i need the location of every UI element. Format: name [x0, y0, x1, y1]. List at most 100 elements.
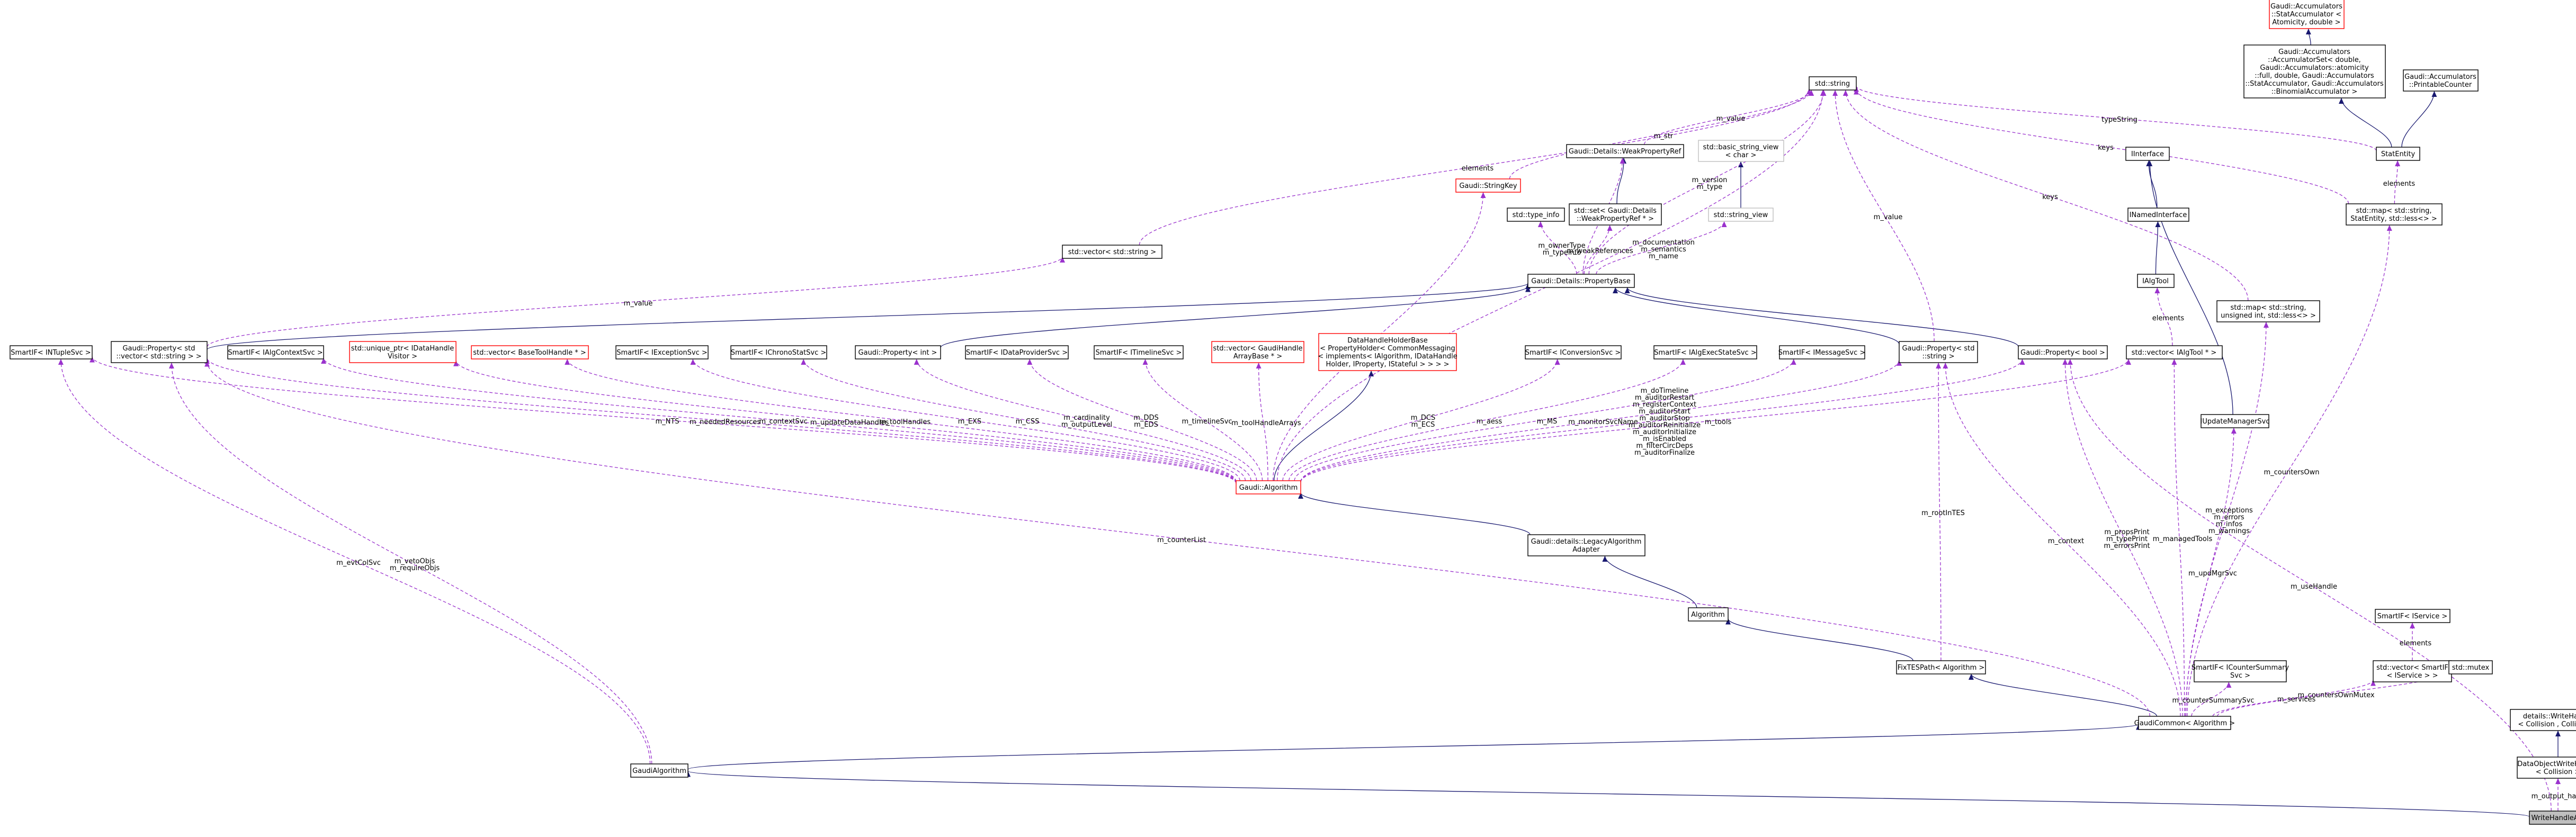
class-node-std-mutex[interactable]: std::mutex	[2448, 660, 2493, 674]
class-node-sp-exception[interactable]: SmartIF< IExceptionSvc >	[615, 345, 709, 359]
usage-edge	[1289, 358, 1686, 481]
inheritance-edge	[1624, 287, 2019, 347]
class-node-label: Gaudi::Property< std	[122, 345, 195, 353]
edge-label: m_value	[1716, 115, 1746, 123]
class-node-inamed[interactable]: INamedInterface	[2127, 208, 2189, 222]
edge-label: m_cardinality	[1063, 414, 1110, 422]
class-node-iupdatemanager[interactable]: IUpdateManagerSvc	[2201, 414, 2270, 428]
class-node-box	[2201, 414, 2269, 428]
class-node-sp-dataprovider[interactable]: SmartIF< IDataProviderSvc >	[965, 345, 1069, 359]
class-node-label: StatEntity	[2381, 150, 2416, 158]
class-node-weak-prop-ref[interactable]: Gaudi::Details::WeakPropertyRef	[1566, 144, 1684, 158]
edge-label: m_doTimeline	[1641, 387, 1689, 395]
class-node-write-handle-alg[interactable]: WriteHandleAlg	[2529, 811, 2576, 825]
class-node-gaudi-algorithm[interactable]: Gaudi::Algorithm	[1236, 480, 1301, 494]
class-node-box	[1527, 534, 1645, 556]
usage-edge	[453, 360, 1237, 482]
class-node-label: IAlgTool	[2142, 277, 2169, 285]
class-node-string-view[interactable]: std::string_view	[1708, 208, 1774, 222]
class-node-property-base[interactable]: Gaudi::Details::PropertyBase	[1527, 274, 1635, 288]
class-node-acc-stat[interactable]: Gaudi::Accumulators::StatAccumulator <At…	[2269, 0, 2345, 29]
class-node-map-uint[interactable]: std::map< std::string,unsigned int, std:…	[2216, 300, 2320, 322]
class-node-label: ::WeakPropertyRef * >	[1577, 215, 1654, 223]
inheritance-edge	[2305, 28, 2311, 46]
class-node-box	[1688, 607, 1729, 622]
class-node-sp-chrono[interactable]: SmartIF< IChronoStatSvc >	[730, 345, 827, 359]
class-node-set-weak[interactable]: std::set< Gaudi::Details::WeakPropertyRe…	[1569, 203, 1662, 226]
class-node-box	[2126, 345, 2223, 359]
class-node-box	[730, 345, 827, 359]
usage-edge	[1588, 89, 1827, 275]
usage-edge	[1582, 157, 1625, 275]
class-node-ialgtool[interactable]: IAlgTool	[2137, 274, 2175, 288]
inheritance-edge	[2146, 160, 2158, 209]
class-node-label: SmartIF< IAlgExecStateSvc >	[1654, 349, 1756, 357]
edge-label: m_ownerType	[1538, 242, 1585, 250]
class-node-acc-set[interactable]: Gaudi::Accumulators::AccumulatorSet< dou…	[2243, 44, 2386, 98]
class-node-prop-bool[interactable]: Gaudi::Property< bool >	[2018, 345, 2108, 359]
class-node-prop-int[interactable]: Gaudi::Property< int >	[855, 345, 941, 359]
class-node-vec-basetool[interactable]: std::vector< BaseToolHandle * >	[471, 345, 589, 359]
edge-label: m_vetoObjs	[395, 557, 435, 565]
class-node-vector-string[interactable]: std::vector< std::string >	[1062, 245, 1162, 259]
class-node-label: std::vector< SmartIF	[2376, 664, 2448, 672]
class-node-label: std::basic_string_view	[1703, 143, 1779, 151]
usage-edge	[2062, 358, 2183, 717]
edge-label: m_contextSvc	[759, 418, 807, 426]
class-node-prop-vec-string[interactable]: Gaudi::Property< std::vector< std::strin…	[111, 341, 208, 363]
inheritance-edge	[1613, 287, 1900, 345]
class-node-vec-ialgtool[interactable]: std::vector< IAlgTool * >	[2126, 345, 2223, 359]
class-node-printable[interactable]: Gaudi::Accumulators::PrintableCounter	[2403, 69, 2479, 92]
class-node-algorithm[interactable]: Algorithm	[1688, 607, 1729, 622]
class-node-label: FixTESPath< Algorithm >	[1898, 664, 1985, 672]
class-node-box	[1896, 660, 1986, 674]
edge-label: m_countersOwnMutex	[2297, 691, 2374, 699]
class-node-sp-conversion[interactable]: SmartIF< IConversionSvc >	[1525, 345, 1622, 359]
class-node-gaudi-common[interactable]: GaudiCommon< Algorithm >	[2134, 716, 2235, 730]
edge-label: m_propsPrint	[2104, 528, 2149, 536]
class-node-label: IUpdateManagerSvc	[2201, 418, 2270, 426]
class-node-fixtespath[interactable]: FixTESPath< Algorithm >	[1896, 660, 1986, 674]
edge-label: m_registerContext	[1633, 401, 1696, 409]
edge-label: m_EXS	[958, 418, 982, 426]
class-node-box	[1899, 341, 1978, 363]
edge-label: m_weakReferences	[1567, 247, 1633, 255]
class-node-map-statentity[interactable]: std::map< std::string,StatEntity, std::l…	[2346, 203, 2443, 226]
class-node-dataobj-write-handle[interactable]: DataObjectWriteHandle< Collision >	[2517, 757, 2576, 779]
usage-edge	[1142, 358, 1263, 481]
class-node-label: SmartIF< IDataProviderSvc >	[966, 349, 1068, 357]
class-node-vec-sp-iservice[interactable]: std::vector< SmartIF< IService > >	[2373, 660, 2452, 682]
class-node-label: Gaudi::Accumulators	[2278, 48, 2350, 56]
class-node-string-key[interactable]: Gaudi::StringKey	[1455, 178, 1521, 193]
class-node-basic-string-view[interactable]: std::basic_string_view< char >	[1698, 140, 1784, 162]
edge-label: m_monitorSvcName	[1568, 418, 1638, 426]
edge-label: m_DCS	[1411, 414, 1436, 422]
edge-label: m_filterCircDeps	[1636, 442, 1693, 450]
usage-edge	[204, 358, 1237, 483]
class-node-box	[1566, 144, 1684, 158]
class-node-gaudi-alg[interactable]: GaudiAlgorithm	[630, 763, 688, 778]
class-node-sp-timeline[interactable]: SmartIF< ITimelineSvc >	[1094, 345, 1184, 359]
class-node-label: < PropertyHolder< CommonMessaging	[1320, 345, 1455, 353]
usage-edge	[207, 256, 1065, 347]
class-node-write-handle[interactable]: details::WriteHandle< Collision , Collis…	[2510, 709, 2576, 731]
class-node-datahandleholder[interactable]: DataHandleHolderBase< PropertyHolder< Co…	[1318, 333, 1457, 371]
class-node-sp-algcontext[interactable]: SmartIF< IAlgContextSvc >	[227, 345, 324, 359]
class-node-sp-algexecstate[interactable]: SmartIF< IAlgExecStateSvc >	[1653, 345, 1757, 359]
class-node-interface[interactable]: IInterface	[2125, 147, 2170, 161]
edge-label: m_output_handle	[2532, 793, 2576, 800]
class-node-sp-iservice[interactable]: SmartIF< IService >	[2375, 609, 2450, 623]
class-node-type-info[interactable]: std::type_info	[1507, 208, 1565, 222]
edge-label: m_requireObjs	[390, 564, 440, 572]
class-node-label: Gaudi::details::LegacyAlgorithm	[1531, 538, 1642, 546]
class-node-label: DataObjectWriteHandle	[2517, 760, 2576, 768]
class-node-prop-string[interactable]: Gaudi::Property< std::string >	[1899, 341, 1978, 363]
class-node-stat-entity[interactable]: StatEntity	[2376, 147, 2420, 161]
class-node-std-string[interactable]: std::string	[1809, 76, 1857, 91]
class-node-sp-ntuple[interactable]: SmartIF< INTupleSvc >	[10, 345, 93, 359]
class-node-sp-message[interactable]: SmartIF< IMessageSvc >	[1778, 345, 1866, 359]
